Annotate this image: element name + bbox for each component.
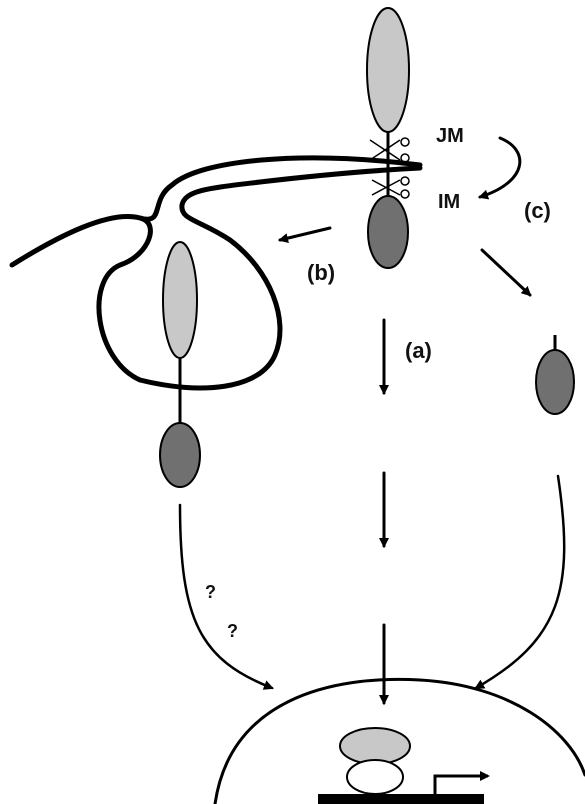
arrow-pathway-c [482,250,530,295]
endosomal-receptor-intracellular-domain [160,423,200,487]
released-intracellular-domain [536,350,574,414]
arrow-pathway-b [280,228,330,240]
receptor-extracellular-domain [367,8,409,132]
nuclear-complex-lower-protein [347,760,403,794]
dna-strand [318,794,484,804]
label-unknown-lower: ? [227,621,238,641]
label-jm: JM [436,125,464,147]
label-im: IM [438,191,460,213]
receptor-intracellular-domain [368,196,408,268]
label-pathway-c: (c) [524,198,551,223]
endosomal-receptor-extracellular-domain [163,242,197,358]
label-unknown-upper: ? [205,582,216,602]
label-pathway-a: (a) [405,338,432,363]
arrow-released-domain-to-nucleus [476,476,564,688]
nuclear-complex-upper-protein [340,728,410,764]
transcription-start-arrow [435,776,488,794]
label-pathway-b: (b) [307,260,335,285]
arrow-jm-to-im [480,138,520,197]
arrow-endosome-to-nucleus [180,505,272,688]
plasma-membrane [12,158,420,388]
